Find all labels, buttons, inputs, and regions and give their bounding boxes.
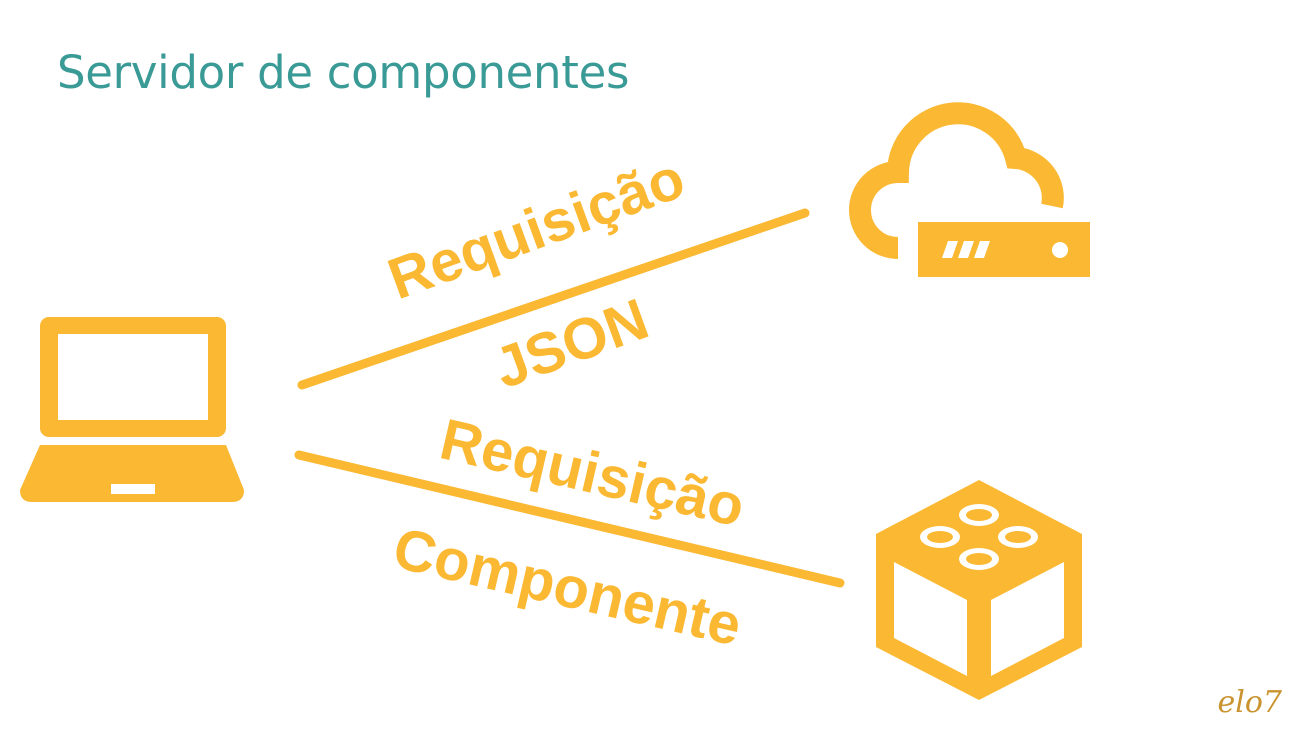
bottom-request-label: Requisição xyxy=(434,407,750,540)
cloud-server-icon xyxy=(849,102,1090,277)
top-request-label: Requisição xyxy=(380,145,693,312)
building-block-icon xyxy=(876,480,1082,700)
json-arrow xyxy=(297,208,810,390)
laptop-icon xyxy=(20,317,244,502)
bottom-response-label: Componente xyxy=(387,515,747,658)
elo7-logo: elo7 xyxy=(1218,685,1283,720)
component-arrow xyxy=(294,450,845,588)
top-response-label: JSON xyxy=(486,286,657,401)
page-title: Servidor de componentes xyxy=(57,46,630,99)
